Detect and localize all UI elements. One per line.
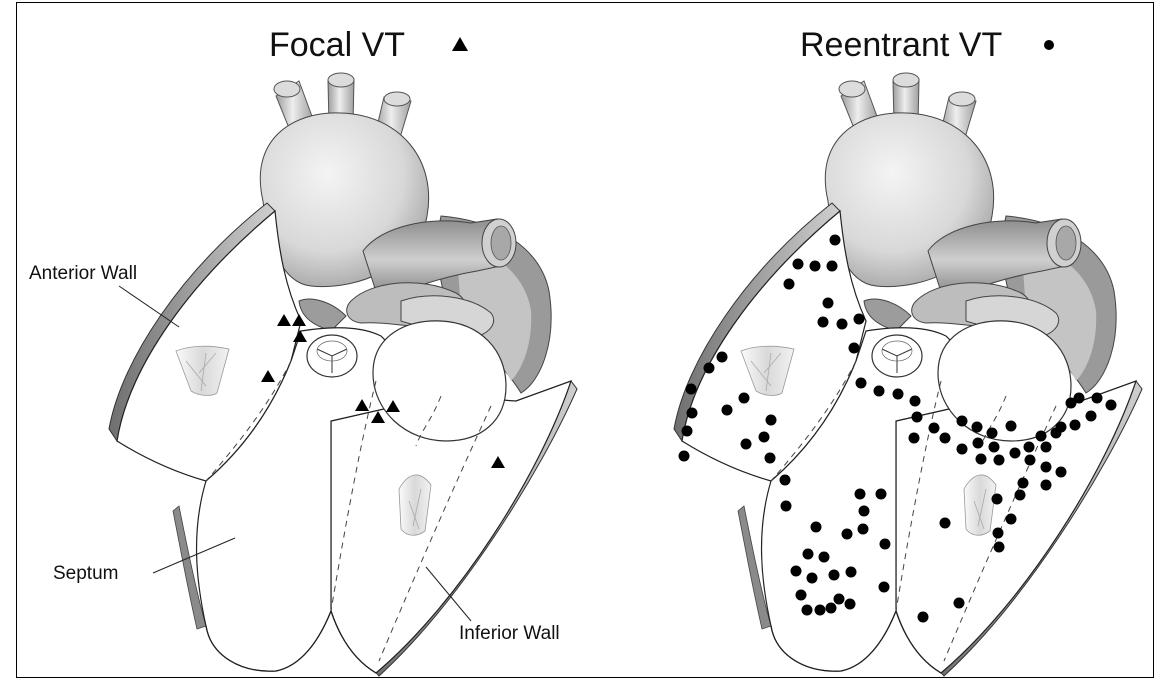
reentrant-site-dot bbox=[842, 529, 853, 540]
reentrant-site-dot bbox=[1024, 442, 1035, 453]
reentrant-site-dot bbox=[1036, 431, 1047, 442]
reentrant-site-dot bbox=[929, 423, 940, 434]
reentrant-site-dot bbox=[957, 444, 968, 455]
reentrant-site-dot bbox=[1086, 411, 1097, 422]
reentrant-site-dot bbox=[1006, 421, 1017, 432]
reentrant-site-dot bbox=[1092, 393, 1103, 404]
reentrant-site-dot bbox=[766, 415, 777, 426]
reentrant-site-dot bbox=[815, 605, 826, 616]
reentrant-site-dot bbox=[827, 261, 838, 272]
reentrant-site-dot bbox=[819, 552, 830, 563]
figure-frame: Focal VT Anterior Wall Septum Inferior W… bbox=[16, 2, 1154, 678]
reentrant-site-dot bbox=[687, 408, 698, 419]
reentrant-site-dot bbox=[989, 442, 1000, 453]
reentrant-site-dot bbox=[791, 566, 802, 577]
reentrant-vt-title: Reentrant VT bbox=[800, 26, 1002, 64]
reentrant-site-dot bbox=[846, 567, 857, 578]
reentrant-site-dot bbox=[823, 298, 834, 309]
reentrant-site-dot bbox=[940, 433, 951, 444]
reentrant-site-dot bbox=[876, 489, 887, 500]
reentrant-vt-panel: Reentrant VT bbox=[674, 26, 1142, 676]
reentrant-site-dot bbox=[1006, 514, 1017, 525]
reentrant-site-dot bbox=[856, 378, 867, 389]
reentrant-site-dot bbox=[818, 317, 829, 328]
reentrant-site-dot bbox=[717, 352, 728, 363]
reentrant-site-dot bbox=[811, 522, 822, 533]
reentrant-site-dot bbox=[845, 599, 856, 610]
reentrant-site-dot bbox=[741, 439, 752, 450]
reentrant-site-dot bbox=[855, 489, 866, 500]
reentrant-site-dot bbox=[1018, 478, 1029, 489]
reentrant-site-dot bbox=[918, 612, 929, 623]
reentrant-site-dot bbox=[739, 393, 750, 404]
reentrant-site-dot bbox=[973, 438, 984, 449]
reentrant-site-dot bbox=[781, 501, 792, 512]
reentrant-site-dot bbox=[976, 454, 987, 465]
reentrant-site-dot bbox=[854, 314, 865, 325]
reentrant-site-dot bbox=[826, 603, 837, 614]
reentrant-site-dot bbox=[722, 405, 733, 416]
reentrant-site-dot bbox=[909, 433, 920, 444]
reentrant-site-dot bbox=[759, 432, 770, 443]
reentrant-site-dot bbox=[910, 396, 921, 407]
reentrant-site-dot bbox=[1106, 400, 1117, 411]
reentrant-site-dot bbox=[912, 412, 923, 423]
reentrant-site-dot bbox=[1074, 393, 1085, 404]
reentrant-site-dot bbox=[1056, 467, 1067, 478]
reentrant-heart-illustration bbox=[674, 73, 1142, 676]
focal-vt-panel: Focal VT Anterior Wall Septum Inferior W… bbox=[29, 26, 577, 676]
reentrant-site-dot bbox=[859, 506, 870, 517]
reentrant-site-dot bbox=[972, 422, 983, 433]
reentrant-site-dot bbox=[1070, 420, 1081, 431]
reentrant-site-dot bbox=[765, 453, 776, 464]
reentrant-site-dot bbox=[796, 590, 807, 601]
reentrant-site-dot bbox=[784, 279, 795, 290]
reentrant-site-dot bbox=[1041, 480, 1052, 491]
reentrant-site-dot bbox=[1041, 462, 1052, 473]
reentrant-site-dot bbox=[810, 261, 821, 272]
reentrant-site-dot bbox=[992, 494, 1003, 505]
reentrant-site-dot bbox=[834, 594, 845, 605]
focal-vt-title: Focal VT bbox=[269, 26, 405, 64]
reentrant-site-dot bbox=[1041, 442, 1052, 453]
reentrant-site-dot bbox=[679, 451, 690, 462]
reentrant-site-dot bbox=[957, 416, 968, 427]
reentrant-site-dot bbox=[793, 259, 804, 270]
reentrant-site-dot bbox=[849, 343, 860, 354]
reentrant-site-dot bbox=[802, 605, 813, 616]
focal-heart-illustration bbox=[109, 73, 577, 676]
figure-canvas: Focal VT Anterior Wall Septum Inferior W… bbox=[17, 3, 1154, 678]
reentrant-site-dot bbox=[682, 426, 693, 437]
reentrant-site-dot bbox=[858, 524, 869, 535]
reentrant-site-dot bbox=[830, 235, 841, 246]
reentrant-site-dot bbox=[803, 549, 814, 560]
reentrant-site-dot bbox=[874, 386, 885, 397]
reentrant-site-dot bbox=[704, 363, 715, 374]
septum-label: Septum bbox=[53, 563, 118, 584]
reentrant-site-dot bbox=[880, 539, 891, 550]
reentrant-site-dot bbox=[686, 384, 697, 395]
reentrant-site-dot bbox=[893, 389, 904, 400]
reentrant-site-dot bbox=[829, 570, 840, 581]
reentrant-site-dot bbox=[993, 528, 1004, 539]
reentrant-site-dot bbox=[1025, 455, 1036, 466]
reentrant-site-dot bbox=[780, 475, 791, 486]
reentrant-vt-dot-marker-icon bbox=[1044, 40, 1054, 50]
reentrant-site-dot bbox=[994, 542, 1005, 553]
reentrant-site-dot bbox=[1015, 490, 1026, 501]
reentrant-site-dot bbox=[879, 582, 890, 593]
reentrant-site-dot bbox=[1010, 448, 1021, 459]
reentrant-site-dot bbox=[994, 455, 1005, 466]
reentrant-site-dot bbox=[987, 428, 998, 439]
focal-vt-triangle-marker-icon bbox=[452, 37, 468, 51]
reentrant-site-dot bbox=[1056, 422, 1067, 433]
reentrant-site-dot bbox=[837, 319, 848, 330]
anterior-wall-label: Anterior Wall bbox=[29, 263, 137, 284]
inferior-wall-label: Inferior Wall bbox=[459, 623, 560, 644]
reentrant-site-dot bbox=[940, 518, 951, 529]
reentrant-site-dot bbox=[954, 598, 965, 609]
reentrant-site-dot bbox=[807, 573, 818, 584]
